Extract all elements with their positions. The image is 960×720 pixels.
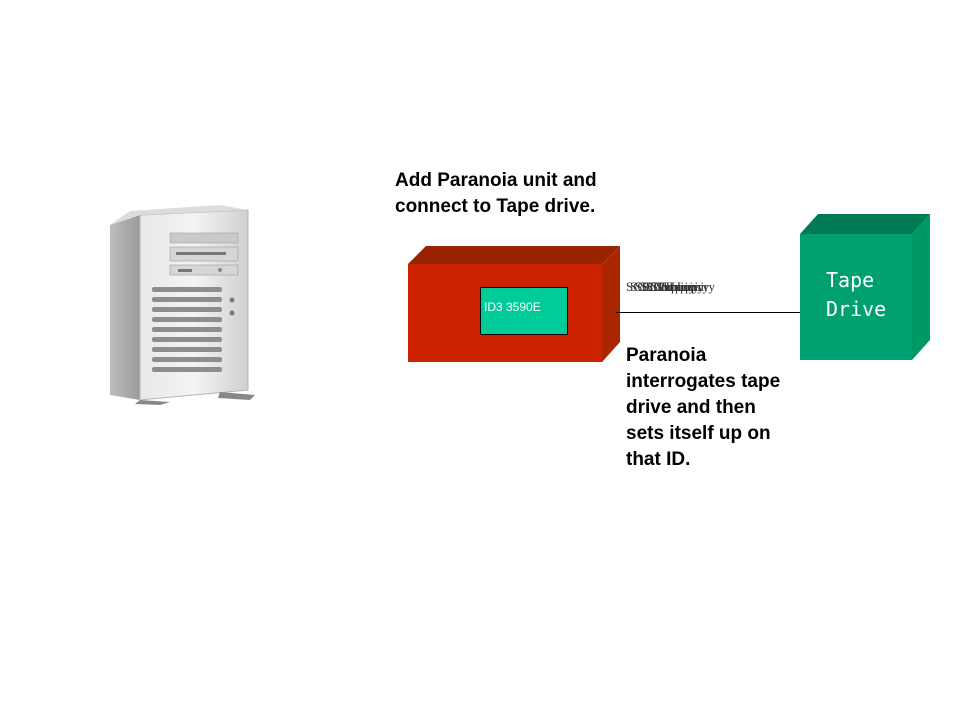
scsi-inquiry-label: SCSI Inquiry: [640, 279, 709, 294]
paranoia-id-label: ID3 3590E: [484, 300, 541, 314]
scsi-inquiry-labels: SCSI Inquiry SCSI Inquiry SCSI Inquiry S…: [626, 279, 806, 297]
tape-drive-label: Tape Drive: [826, 266, 906, 324]
scsi-inquiry-label: SCSI Inquiry: [626, 279, 695, 294]
tape-drive-label-line1: Tape: [826, 268, 875, 292]
step-title-caption: Add Paranoia unit and connect to Tape dr…: [395, 170, 597, 217]
tape-drive-unit: [800, 214, 930, 360]
scsi-inquiry-label: SCSI Inquiry: [635, 279, 704, 294]
step-description-caption: Paranoia interrogates tape drive and the…: [626, 345, 781, 470]
scsi-inquiry-label: SCSI Inquiry: [630, 279, 699, 294]
scsi-inquiry-label: SCSI Inquiry: [646, 279, 715, 294]
paranoia-id-label-box: ID3 3590E: [480, 287, 568, 335]
scsi-connection-line: [616, 312, 802, 313]
tape-drive-label-line2: Drive: [826, 297, 887, 321]
server-tower-icon: [110, 205, 255, 405]
